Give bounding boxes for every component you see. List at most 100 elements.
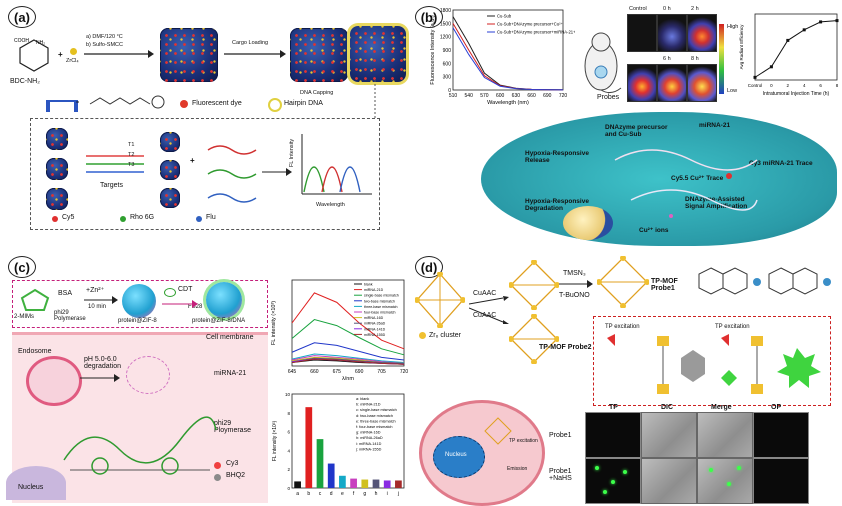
mof-cube-2 (290, 28, 348, 82)
x-tick-label: 4 (803, 83, 806, 88)
time-6h: 6 h (663, 56, 671, 62)
dye-cy5-dot (52, 216, 58, 222)
cell-schematic (481, 112, 837, 246)
legend-label: blank (364, 283, 373, 287)
sch-amplification: DNAzyme-Assisted Signal Amplification (685, 196, 748, 210)
cy3-dot (214, 462, 221, 469)
legend-label: g: miRNA-16D (356, 431, 381, 435)
connector-line (374, 80, 376, 118)
mof-octahedron-3 (509, 314, 559, 364)
tp-excitation-box (593, 316, 831, 406)
reagent-2mims: 2-MIMs (14, 314, 34, 320)
x-tick-label: 2 (787, 83, 790, 88)
img-dic-nahs (641, 458, 697, 504)
series-line (452, 16, 564, 91)
sch-cy3: Cy3 miRNA-21 Trace (749, 160, 813, 167)
arrow-c2 (162, 300, 198, 308)
data-point (835, 19, 839, 23)
mof-octahedron-4 (597, 256, 649, 308)
img-op-nahs (753, 458, 809, 504)
img-tp-probe1 (585, 412, 641, 458)
released-dna (207, 145, 257, 203)
col-merge: Merge (711, 404, 732, 411)
panel-d: (d) Zr₆ cluster CuAAC CuAAC TMSN₃ T-BuON… (415, 252, 842, 506)
dye-rho-dot (120, 216, 126, 222)
plot-xlabel: Wavelength (316, 202, 345, 208)
arrow-c3 (80, 374, 120, 382)
legend-hairpin: Hairpin DNA (284, 100, 323, 107)
img-8h (687, 64, 717, 102)
cuaac-2: CuAAC (473, 312, 497, 319)
target-t2: T2 (128, 152, 135, 158)
rca-amplification (63, 416, 217, 475)
fl-spectra-plot (301, 134, 372, 195)
panel-d-label: (d) (415, 256, 443, 278)
dye-dot-icon (180, 100, 188, 108)
scale-high: High (727, 24, 739, 30)
bdc-label: BDC-NH₂ (10, 78, 40, 85)
open-cube-1 (160, 132, 180, 152)
x-tick-label: 660 (527, 93, 536, 99)
x-tick-label: 8 (836, 83, 839, 88)
x-tick-label: g (363, 491, 366, 497)
legend-label: d: two-base mismatch (356, 414, 393, 418)
y-tick-label: 0 (448, 88, 451, 94)
legend-label: miRNA-21D (364, 288, 384, 292)
legend-label: b: miRNA-21D (356, 403, 381, 407)
y-tick-label: 10 (285, 392, 291, 397)
col-tp: TP (609, 404, 618, 411)
x-tick-label: 630 (512, 93, 521, 99)
nucleus-shape (563, 206, 613, 240)
bar (305, 407, 313, 488)
small-cube-2 (46, 158, 68, 180)
cy3-label: Cy3 (226, 460, 239, 467)
dye-flu: Flu (206, 214, 216, 221)
phi29-label: phi29 Ploymerase (214, 420, 251, 434)
zif8-sphere (122, 284, 156, 318)
schematic-dna-strands (614, 149, 758, 218)
dye-cy5: Cy5 (62, 214, 75, 221)
probes-label: Probes (597, 94, 620, 101)
cuaac-1: CuAAC (473, 290, 497, 297)
legend-dye: Fluorescent dye (192, 100, 242, 107)
x-tick-label: i (387, 491, 388, 497)
bhq2-dot (214, 474, 221, 481)
x-tick-label: 570 (480, 93, 489, 99)
x-tick-label: 720 (400, 369, 409, 375)
bar (361, 479, 369, 488)
series-line (754, 20, 838, 78)
sch-precursor: DNAzyme precursor and Cu-Sub (605, 124, 668, 138)
zrcl4-dot (70, 48, 77, 55)
time-8h: 8 h (691, 56, 699, 62)
x-tick-label: 705 (377, 369, 386, 375)
zr6-cluster-dot (419, 332, 426, 339)
x-tick-label: 540 (465, 93, 474, 99)
x-tick-label: f (353, 491, 355, 497)
legend-label: miRNA-155D (364, 333, 386, 337)
plus-sign: + (58, 50, 63, 59)
cell-membrane-label: Cell membrane (206, 334, 254, 341)
arrow-4 (262, 168, 292, 176)
col-op: OP (771, 404, 782, 411)
panel-b-label: (b) (415, 6, 443, 28)
bar (372, 479, 380, 488)
legend-label: miRNA-141D (364, 327, 386, 331)
img-6h (657, 64, 687, 102)
arrow-c1 (84, 296, 118, 304)
plot-frame (291, 393, 405, 489)
mof-cube-3 (350, 26, 406, 82)
x-tick-label: 645 (288, 369, 297, 375)
svg-text:COOH: COOH (14, 38, 29, 44)
mof-octahedron-2 (509, 260, 559, 310)
zr6-cluster-label: Zr₆ cluster (429, 332, 461, 339)
x-tick-label: h (375, 491, 378, 497)
x-tick-label: d (330, 491, 333, 497)
x-tick-label: e (341, 491, 344, 497)
mouse-illustration (584, 32, 622, 94)
bar (350, 478, 357, 488)
y-tick-label: 1200 (440, 35, 451, 41)
probe2-label: TP-MOF Probe2 (539, 344, 592, 351)
bdc-nh2-molecule: NH₂ COOH (14, 38, 49, 72)
x-tick-label: 600 (496, 93, 505, 99)
